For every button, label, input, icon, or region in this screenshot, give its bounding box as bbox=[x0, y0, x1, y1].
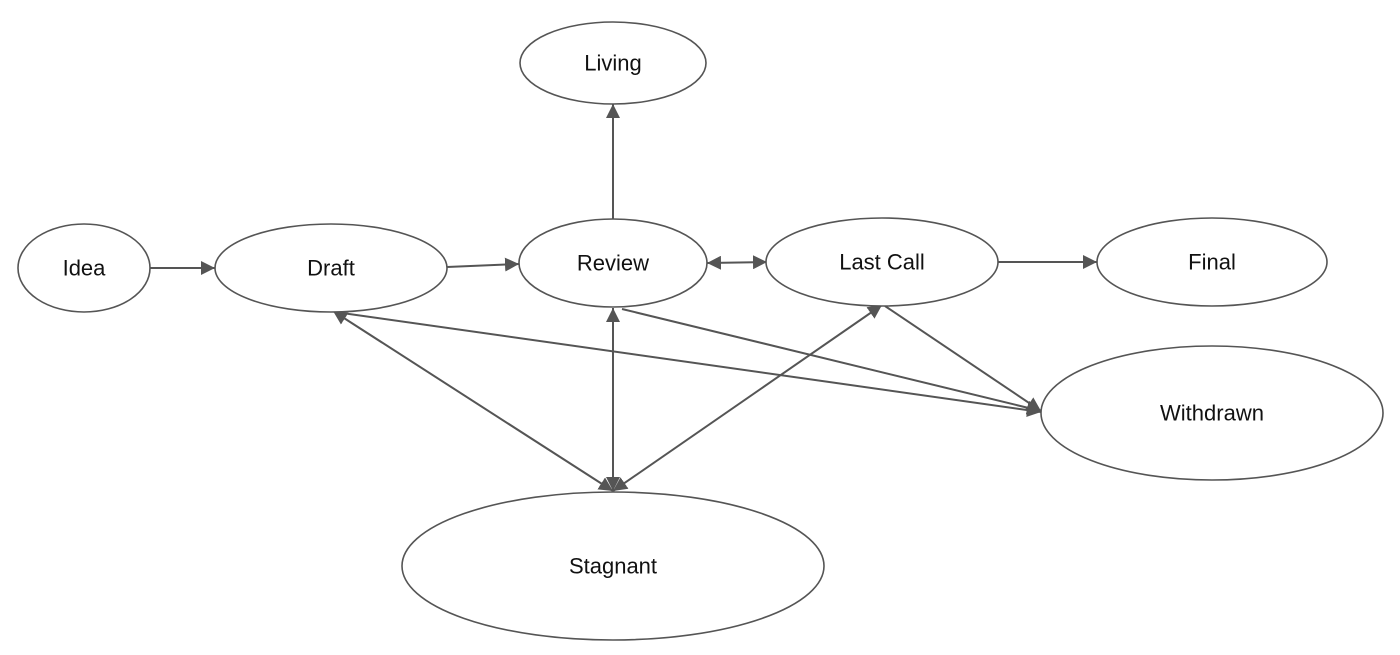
node-review: Review bbox=[518, 218, 708, 308]
node-lastcall: Last Call bbox=[765, 217, 999, 307]
edge-lastcall-withdrawn bbox=[884, 305, 1042, 412]
node-label-final: Final bbox=[1188, 250, 1236, 275]
edge-draft-stagnant bbox=[332, 310, 614, 492]
edge-lastcall-stagnant bbox=[612, 304, 883, 492]
node-label-review: Review bbox=[577, 251, 649, 276]
node-label-draft: Draft bbox=[307, 256, 355, 281]
node-label-withdrawn: Withdrawn bbox=[1160, 401, 1264, 426]
node-idea: Idea bbox=[17, 223, 151, 313]
nodes-layer: Living Idea Draft Review Last Call Final… bbox=[17, 21, 1384, 641]
edges-layer bbox=[150, 104, 1097, 492]
edge-draft-withdrawn bbox=[334, 311, 1042, 417]
node-stagnant: Stagnant bbox=[401, 491, 825, 641]
edge-review-lastcall bbox=[706, 255, 768, 270]
node-label-idea: Idea bbox=[63, 256, 107, 281]
node-final: Final bbox=[1096, 217, 1328, 307]
node-label-stagnant: Stagnant bbox=[569, 554, 657, 579]
node-label-living: Living bbox=[584, 51, 641, 76]
node-living: Living bbox=[519, 21, 707, 105]
edge-review-withdrawn bbox=[621, 308, 1042, 415]
node-withdrawn: Withdrawn bbox=[1040, 345, 1384, 481]
edge-draft-review bbox=[446, 257, 520, 272]
node-label-lastcall: Last Call bbox=[839, 250, 925, 275]
node-draft: Draft bbox=[214, 223, 448, 313]
